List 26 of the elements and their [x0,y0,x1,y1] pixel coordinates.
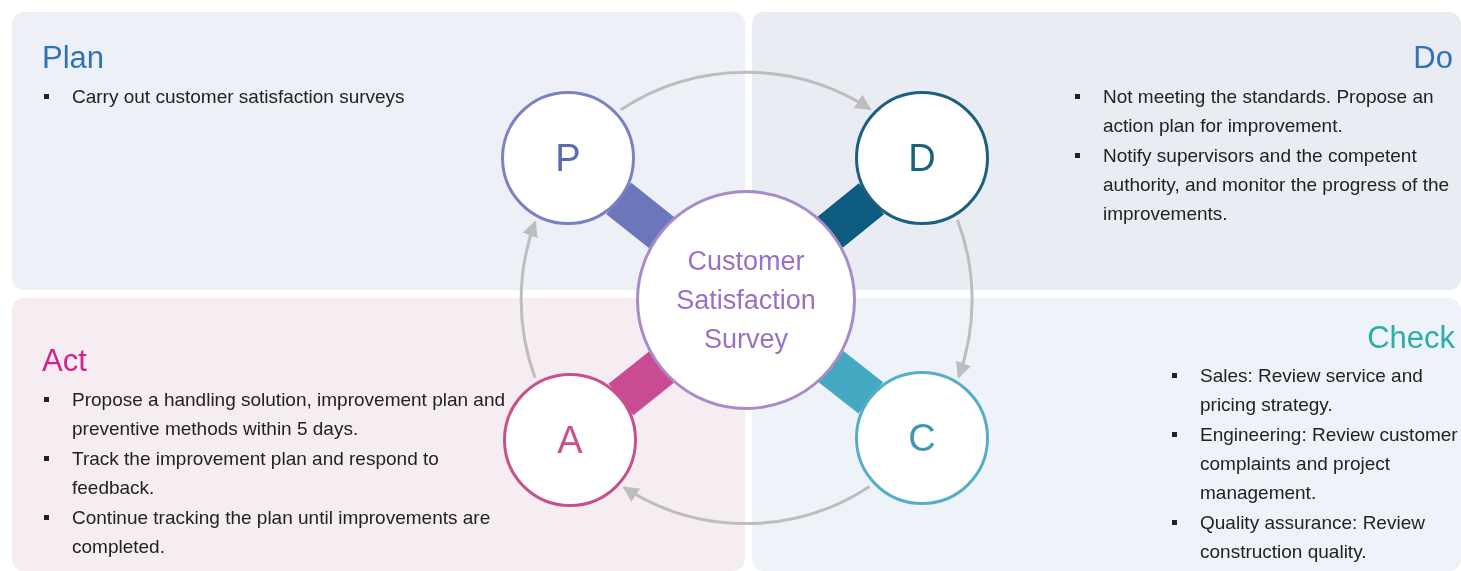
cycle-arrow [622,485,871,525]
panel-heading: Plan [42,40,105,76]
bullet-item: Notify supervisors and the competent authority, and monitor the progress of the improvements. [1073,141,1458,228]
panel-heading: Act [42,343,87,379]
stage-letter: P [555,136,581,180]
panel-heading: Check [1367,320,1455,356]
bullet-item: Not meeting the standards. Propose an action plan for improvement. [1073,82,1458,140]
bullet-item: Sales: Review service and pricing strategy. [1170,361,1460,419]
bullet-item: Carry out customer satisfaction surveys [42,82,482,111]
bullet-item: Propose a handling solution, improvement plan and preventive methods within 5 days. [42,385,507,443]
cycle-arrow [620,71,872,112]
bullet-item: Track the improvement plan and respond to feedback. [42,444,507,502]
stage-letter: A [557,418,583,462]
panel-heading: Do [1413,40,1453,76]
stage-letter: C [908,416,936,460]
connector-bar [606,182,675,249]
cycle-arrow [955,219,974,379]
connector-bar [818,350,884,414]
bullet-item: Quality assurance: Review construction quality. [1170,508,1460,566]
cycle-arrow [519,220,539,379]
center-label: Customer Satisfaction Survey [675,244,817,356]
bullet-item: Engineering: Review customer complaints and project management. [1170,420,1460,507]
bullet-item: Continue tracking the plan until improvements are completed. [42,503,507,561]
connector-bar [817,183,884,248]
connector-bar [608,351,674,416]
stage-letter: D [908,136,936,180]
